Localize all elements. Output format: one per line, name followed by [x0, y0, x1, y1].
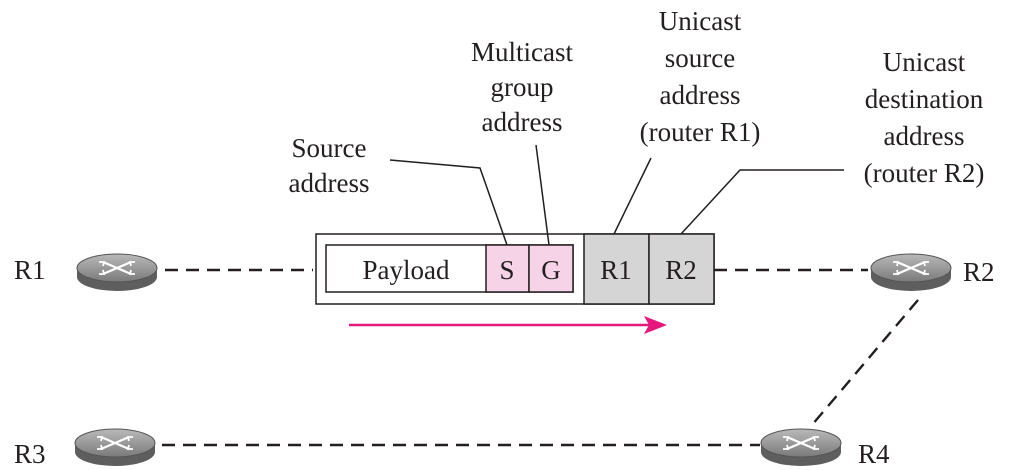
router-r2-label: R2	[963, 257, 995, 287]
source-address-leader	[389, 159, 508, 246]
multicast-group-line-3: address	[482, 107, 563, 137]
source-field	[485, 244, 530, 293]
multicast-group-line-2: group	[491, 72, 554, 102]
group-address-leader	[535, 144, 550, 246]
r1-field-label: R1	[600, 255, 632, 285]
unicast-source-line-3: address	[660, 80, 741, 110]
unicast-destination-address-callout: Unicast destination address (router R2)	[864, 47, 985, 188]
direction-arrow	[349, 316, 667, 334]
source-address-callout: Source address	[289, 133, 370, 198]
unicast-source-line-2: source	[665, 43, 735, 73]
payload-label: Payload	[363, 255, 450, 285]
unicast-destination-line-4: (router R2)	[864, 158, 985, 188]
unicast-source-field	[583, 233, 650, 305]
unicast-destination-line-3: address	[884, 121, 965, 151]
multicast-group-line-1: Multicast	[471, 37, 573, 67]
router-r3-label: R3	[14, 439, 46, 469]
s-label: S	[499, 255, 514, 285]
r2-field-label: R2	[665, 255, 697, 285]
unicast-destination-line-1: Unicast	[883, 47, 966, 77]
router-r4-icon	[760, 428, 842, 466]
unicast-source-address-callout: Unicast source address (router R1)	[640, 6, 761, 147]
source-address-line-2: address	[289, 168, 370, 198]
unicast-destination-field	[648, 233, 715, 305]
unicast-source-line-4: (router R1)	[640, 117, 761, 147]
link-r2-r4	[811, 299, 919, 426]
unicast-destination-line-2: destination	[865, 84, 984, 114]
unicast-source-line-1: Unicast	[659, 6, 742, 36]
router-r3-icon	[74, 428, 156, 466]
group-field	[528, 244, 574, 293]
router-r1-label: R1	[14, 255, 46, 285]
router-r2-icon	[870, 253, 952, 291]
unicast-source-leader	[613, 157, 652, 235]
g-label: G	[541, 255, 561, 285]
unicast-destination-leader	[680, 169, 844, 235]
source-address-line-1: Source	[292, 133, 367, 163]
router-r1-icon	[76, 253, 158, 291]
multicast-group-address-callout: Multicast group address	[471, 37, 573, 137]
router-r4-label: R4	[858, 439, 890, 469]
